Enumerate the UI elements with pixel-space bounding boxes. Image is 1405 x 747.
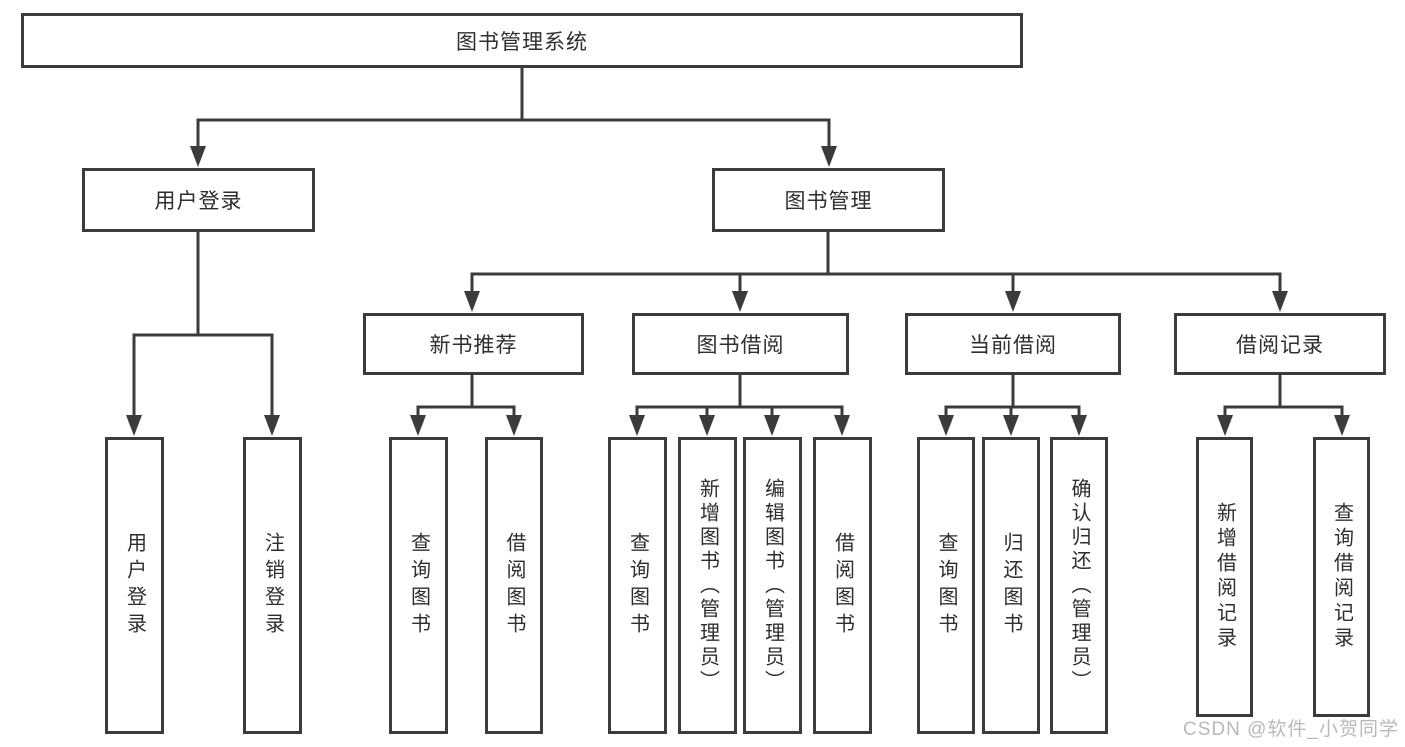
arrowhead-rec-add	[1217, 415, 1233, 436]
arrowhead-leaf-logout	[264, 415, 280, 436]
arrowhead-book-management	[821, 146, 837, 167]
arrowhead-nb-query	[410, 415, 426, 436]
arrowhead-bb-add	[699, 415, 715, 436]
leaf-logout: 注销登录	[243, 437, 302, 734]
arrowhead-cb-query	[938, 415, 954, 436]
connector-records-branch	[1223, 405, 1344, 416]
arrowhead-cb-confirm	[1071, 415, 1087, 436]
node-borrowing-records: 借阅记录	[1174, 313, 1386, 375]
node-current-borrowing: 当前借阅	[905, 313, 1121, 375]
arrowhead-rec-query	[1334, 415, 1350, 436]
leaf-rec-query-borrow-record: 查询借阅记录	[1313, 437, 1370, 717]
node-book-management: 图书管理	[712, 168, 945, 232]
connector-login-branch	[132, 333, 274, 416]
leaf-user-login: 用户登录	[105, 437, 164, 734]
arrowhead-user-login	[190, 146, 206, 167]
connector-newbooks-branch	[416, 405, 516, 416]
arrowhead-borrow-records	[1272, 291, 1288, 312]
leaf-nb-query-books: 查询图书	[389, 437, 448, 734]
leaf-rec-add-borrow-record: 新增借阅记录	[1196, 437, 1253, 717]
connector-borrow-branch	[635, 405, 844, 416]
node-user-login: 用户登录	[82, 168, 315, 232]
leaf-bb-edit-books-admin: 编辑图书（管理员）	[743, 437, 802, 734]
connector-root-branch	[196, 118, 831, 147]
node-new-book-recommend: 新书推荐	[363, 313, 584, 375]
arrowhead-nb-borrow	[506, 415, 522, 436]
arrowhead-bb-query	[629, 415, 645, 436]
node-book-borrowing: 图书借阅	[632, 313, 849, 375]
leaf-cb-confirm-return-admin: 确认归还（管理员）	[1050, 437, 1108, 734]
leaf-bb-add-books-admin: 新增图书（管理员）	[678, 437, 737, 734]
watermark: CSDN @软件_小贺同学	[1183, 719, 1399, 740]
leaf-cb-query-books: 查询图书	[917, 437, 975, 734]
leaf-bb-query-books: 查询图书	[608, 437, 667, 734]
connector-mgmt-branch	[470, 272, 1282, 292]
arrowhead-bb-borrow	[834, 415, 850, 436]
arrowhead-leaf-login	[126, 415, 142, 436]
leaf-cb-return-books: 归还图书	[982, 437, 1040, 734]
leaf-bb-borrow-books: 借阅图书	[813, 437, 872, 734]
node-library-management-system: 图书管理系统	[21, 13, 1023, 68]
arrowhead-bb-edit	[764, 415, 780, 436]
arrowhead-new-books	[464, 291, 480, 312]
arrowhead-current-borrow	[1005, 291, 1021, 312]
arrowhead-cb-return	[1003, 415, 1019, 436]
arrowhead-book-borrow	[732, 291, 748, 312]
leaf-nb-borrow-books: 借阅图书	[485, 437, 543, 734]
